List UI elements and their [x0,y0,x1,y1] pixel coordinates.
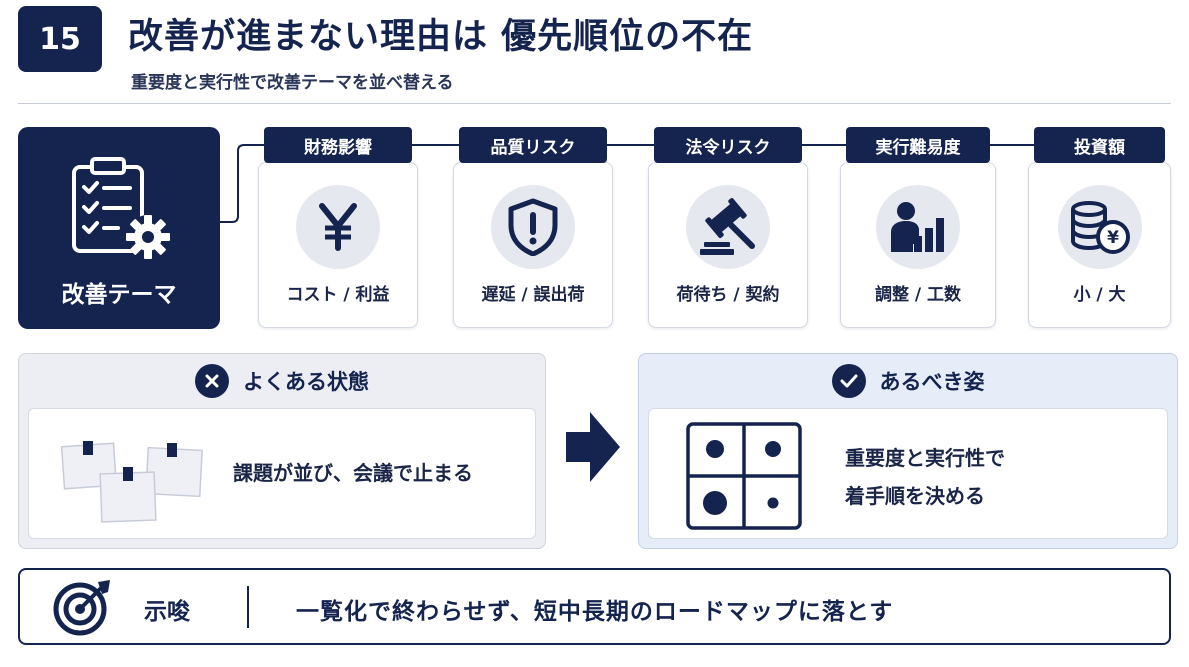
ideal-state-line2: 着手順を決める [845,484,985,508]
improvement-theme-box: 改善テーマ [18,127,220,329]
ideal-state-text: 重要度と実行性で 着手順を決める [845,439,1005,515]
clipboard-gear-icon [72,157,170,259]
coins-icon: ¥ [1070,201,1130,254]
criterion-card-difficulty: 調整 / 工数 [840,162,996,328]
check-circle-icon [831,364,866,398]
criterion-card-legal: 荷待ち / 契約 [648,162,808,328]
criterion-tab-difficulty: 実行難易度 [846,127,990,163]
criterion-icon-circle [296,185,380,269]
criterion-subtext: コスト / 利益 [286,285,390,305]
implication-separator [247,586,249,628]
slide-number: 15 [39,21,81,57]
page-title: 改善が進まない理由は 優先順位の不在 [128,17,754,57]
target-icon [53,580,110,636]
yen-icon [319,203,357,251]
current-state-text: 課題が並び、会議で止まる [233,461,473,485]
ideal-state-header: あるべき姿 [639,354,1177,408]
current-state-panel: よくある状態 課題が並び、会議で止まる [18,353,546,549]
criterion-card-financial: コスト / 利益 [258,162,418,328]
current-state-header: よくある状態 [19,354,545,408]
criterion-tab-quality: 品質リスク [459,127,607,163]
criterion-icon-circle: ¥ [1057,185,1142,269]
criterion-tab-financial: 財務影響 [264,127,412,163]
criterion-subtext: 遅延 / 誤出荷 [481,285,585,305]
implication-text: 一覧化で終わらせず、短中長期のロードマップに落とす [296,599,894,625]
implication-label: 示唆 [144,599,190,625]
priority-matrix-icon [686,422,802,530]
right-arrow-icon [566,412,620,482]
scattered-tasks-icon [60,441,203,523]
person-chart-icon [891,202,944,252]
page-subtitle: 重要度と実行性で改善テーマを並べ替える [131,73,454,93]
ideal-state-panel: あるべき姿 重要度と実行性で 着手順を決める [638,353,1178,549]
criterion-card-quality: 遅延 / 誤出荷 [453,162,613,328]
criterion-subtext: 小 / 大 [1073,285,1126,305]
criterion-card-investment: ¥ 小 / 大 [1028,162,1171,328]
criterion-subtext: 調整 / 工数 [874,285,962,305]
theme-label: 改善テーマ [61,282,177,308]
criterion-icon-circle [876,185,960,269]
implication-bar: 示唆 一覧化で終わらせず、短中長期のロードマップに落とす [18,568,1171,645]
criterion-tab-investment: 投資額 [1034,127,1165,163]
criterion-icon-circle [686,185,770,269]
criterion-icon-circle [491,185,575,269]
ideal-state-line1: 重要度と実行性で [845,446,1005,470]
criterion-tab-legal: 法令リスク [654,127,802,163]
current-state-body: 課題が並び、会議で止まる [28,408,536,539]
gavel-icon [700,198,755,255]
header-divider [18,103,1171,104]
warning-shield-icon [508,198,558,256]
ideal-state-body: 重要度と実行性で 着手順を決める [648,408,1168,539]
slide-number-badge: 15 [18,6,102,72]
svg-text:¥: ¥ [1107,228,1119,248]
current-state-heading: よくある状態 [243,370,369,394]
x-circle-icon [195,364,229,398]
criterion-subtext: 荷待ち / 契約 [676,285,780,305]
ideal-state-heading: あるべき姿 [879,370,985,394]
